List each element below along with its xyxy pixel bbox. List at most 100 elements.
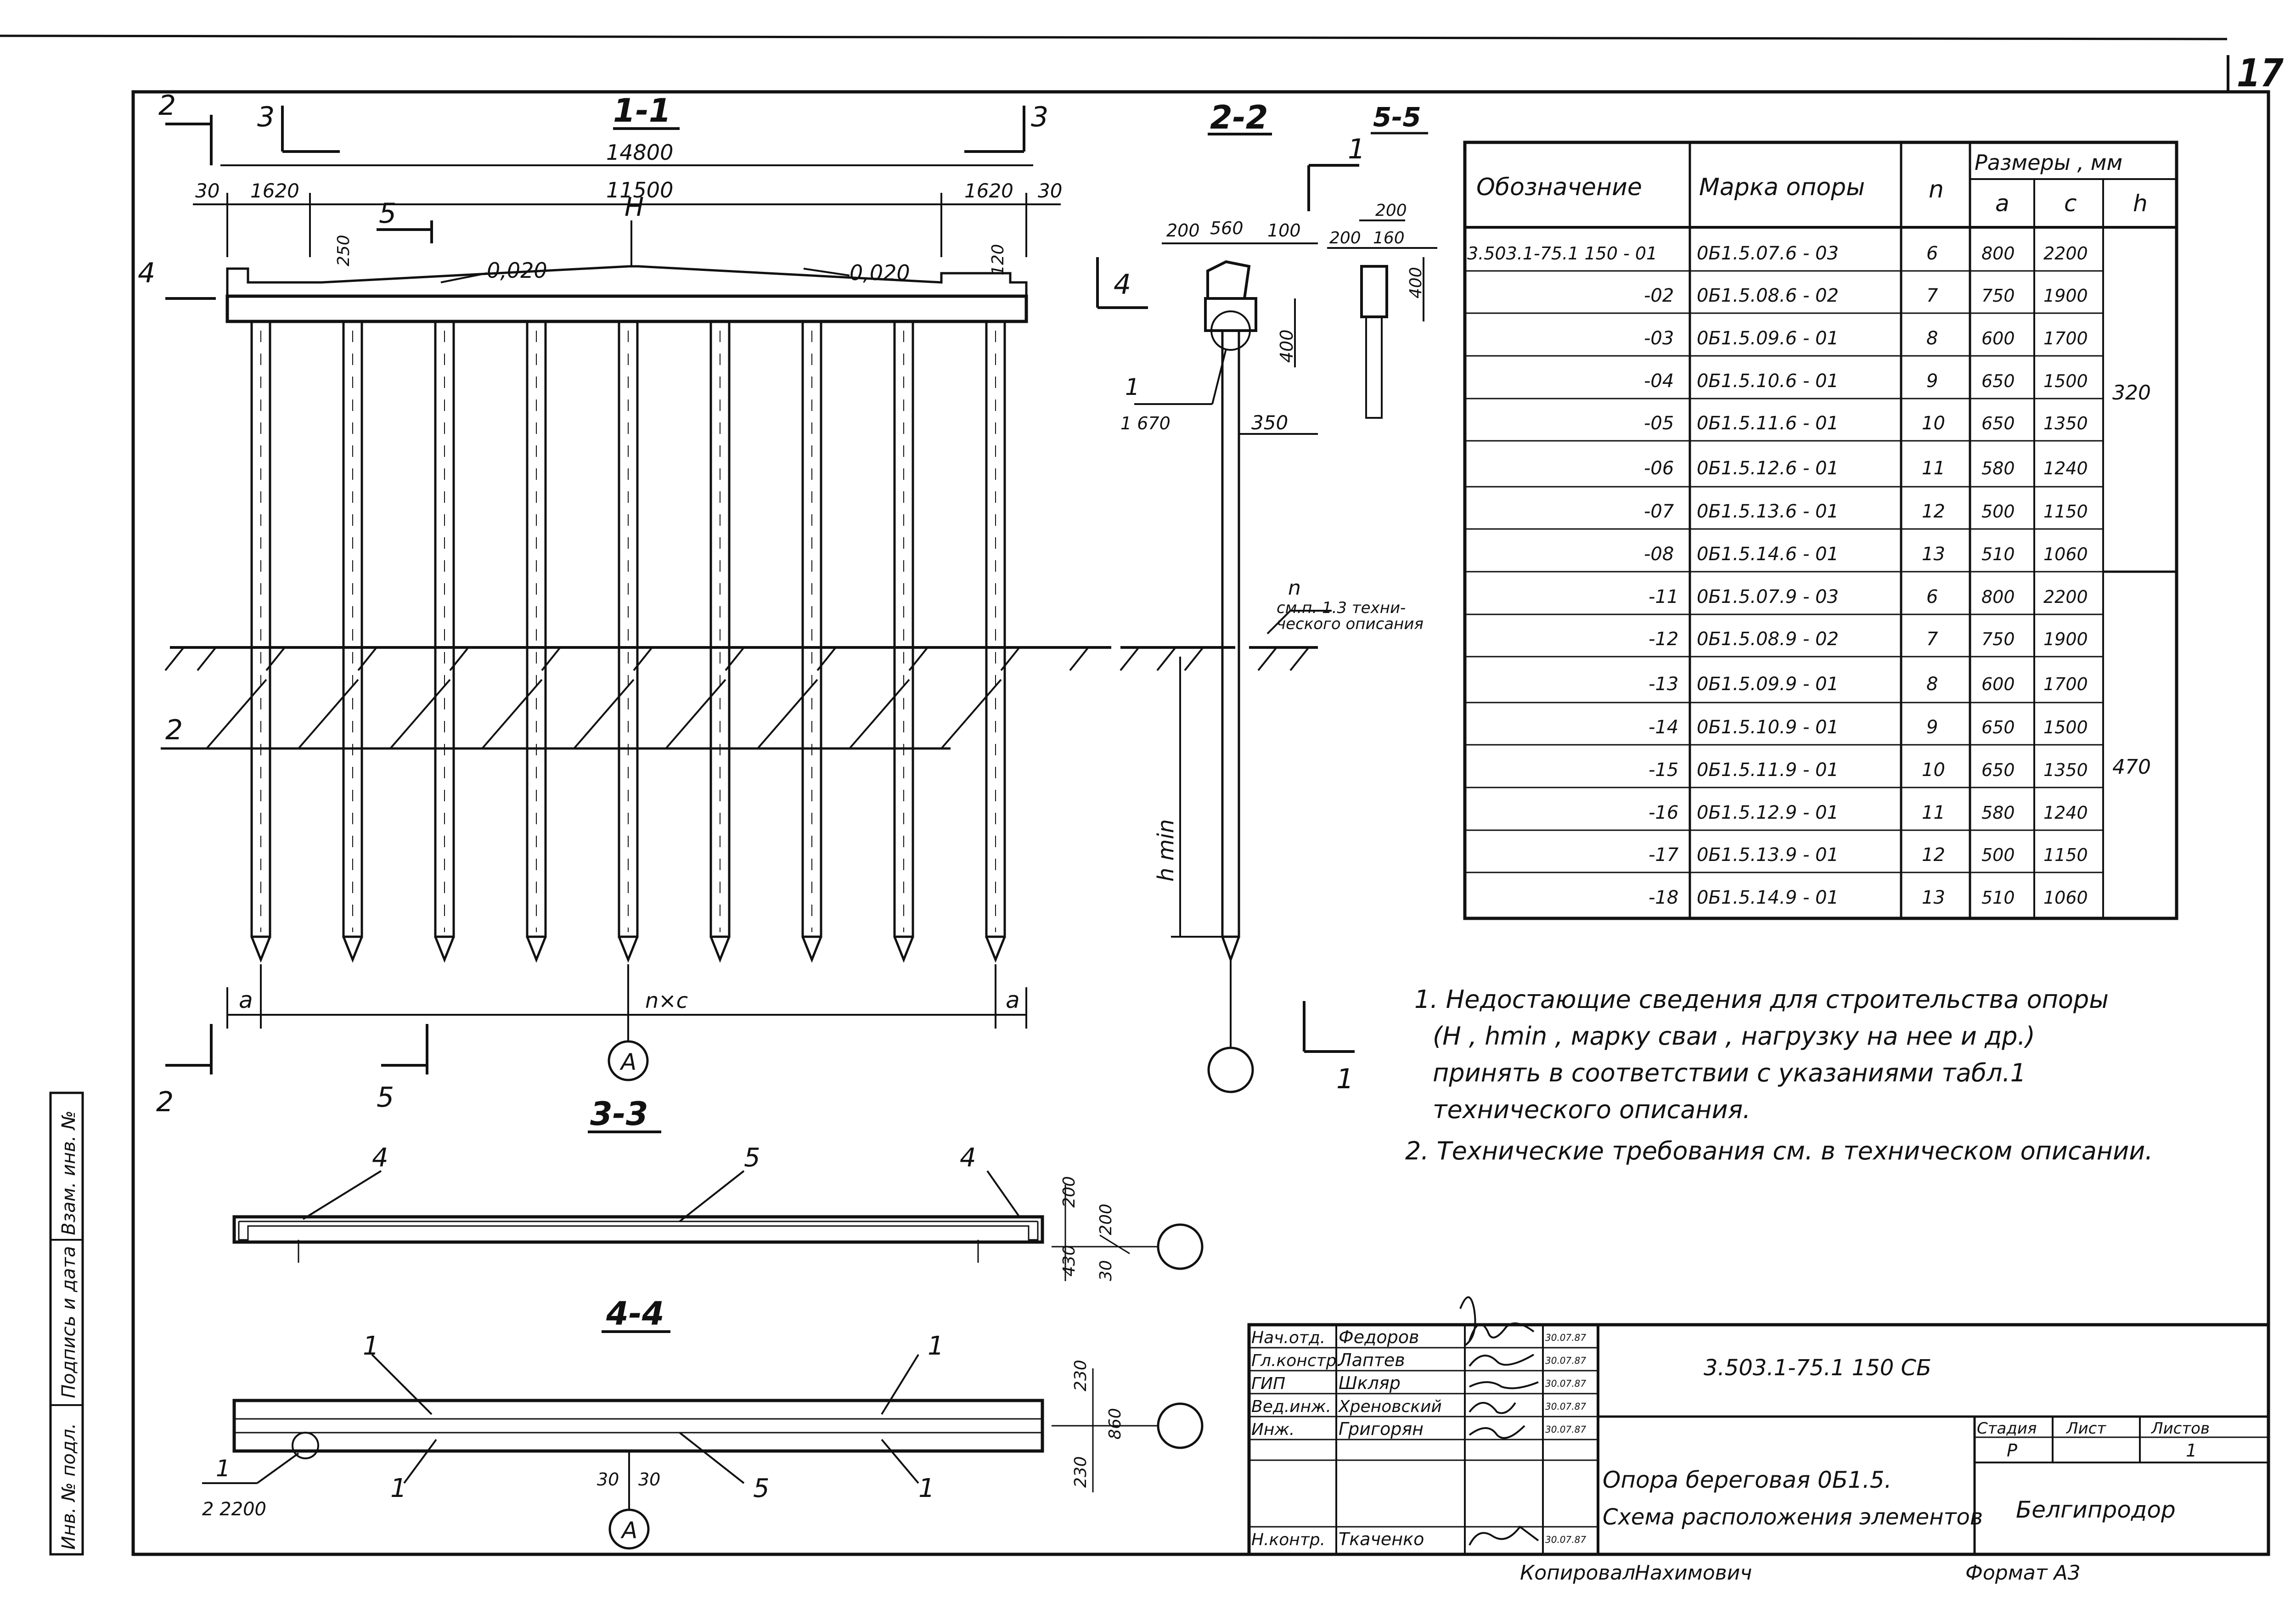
th-a: a	[1995, 190, 2009, 217]
svg-text:9: 9	[1926, 717, 1938, 738]
svg-text:1060: 1060	[2043, 544, 2088, 564]
dim-430-33: 430	[1060, 1245, 1079, 1277]
section-5-5-title: 5-5	[1373, 101, 1421, 133]
detail-A-label: A	[619, 1049, 636, 1075]
section-3-3-title: 3-3	[590, 1095, 648, 1133]
dim-230-44a: 230	[1071, 1360, 1090, 1391]
title-line-2: Схема расположения элементов	[1603, 1504, 1983, 1530]
svg-text:12: 12	[1922, 501, 1945, 522]
svg-text:0Б1.5.13.6 - 01: 0Б1.5.13.6 - 01	[1697, 501, 1839, 522]
th-oboznachenie: Обозначение	[1476, 174, 1642, 201]
pile-4	[526, 320, 547, 963]
svg-text:-05: -05	[1644, 413, 1674, 434]
svg-text:12: 12	[1922, 844, 1945, 866]
dim-30-44b: 30	[638, 1469, 660, 1490]
svg-text:10: 10	[1922, 759, 1945, 781]
callout-1-sub-22: 1 670	[1120, 413, 1171, 433]
callout-5-44: 5	[753, 1474, 770, 1503]
margin-stamp-texts: Инв. № подл. Подпись и дата Взам. инв. №	[58, 1110, 79, 1550]
svg-text:ГИП: ГИП	[1251, 1374, 1285, 1393]
svg-text:9: 9	[1926, 371, 1938, 392]
sheets-value: 1	[2186, 1440, 2197, 1461]
section-1-1-title: 1-1	[613, 92, 671, 129]
cut-mark-2-bottom: 2	[156, 1086, 174, 1118]
svg-text:1900: 1900	[2043, 629, 2088, 649]
svg-text:580: 580	[1981, 803, 2015, 823]
ground-line	[161, 646, 1111, 750]
dim-400-22: 400	[1277, 329, 1297, 363]
svg-text:-14: -14	[1649, 717, 1678, 738]
svg-text:2200: 2200	[2043, 587, 2088, 607]
cut-mark-1-bottom: 1	[1336, 1063, 1354, 1095]
svg-text:30.07.87: 30.07.87	[1545, 1424, 1586, 1435]
svg-text:1700: 1700	[2043, 674, 2088, 694]
svg-text:Нач.отд.: Нач.отд.	[1251, 1328, 1325, 1347]
svg-text:1350: 1350	[2043, 760, 2088, 780]
svg-text:0Б1.5.08.9 - 02: 0Б1.5.08.9 - 02	[1697, 629, 1839, 650]
svg-text:600: 600	[1981, 674, 2015, 694]
dim-200-55a: 200	[1375, 201, 1407, 220]
dim-350-22: 350	[1251, 411, 1288, 434]
svg-text:30.07.87: 30.07.87	[1545, 1355, 1586, 1366]
th-n: n	[1929, 176, 1944, 203]
signature-scribbles	[1459, 1296, 1539, 1546]
svg-text:10: 10	[1922, 413, 1945, 434]
svg-text:1700: 1700	[2043, 328, 2088, 349]
svg-text:600: 600	[1981, 328, 2015, 349]
callout-5-33: 5	[744, 1143, 760, 1173]
svg-text:-18: -18	[1649, 887, 1678, 908]
pile-2	[342, 320, 363, 963]
section-2-2-title: 2-2	[1210, 99, 1268, 136]
footer-copied: Копировал	[1520, 1561, 1635, 1585]
svg-text:0Б1.5.12.6 - 01: 0Б1.5.12.6 - 01	[1697, 458, 1839, 479]
svg-text:1500: 1500	[2043, 371, 2088, 391]
dim-400-55: 400	[1407, 267, 1425, 298]
cut-mark-2-label: 2	[158, 90, 176, 122]
table-row: -11 0Б1.5.07.9 - 03 6 800 2200	[1649, 586, 2088, 607]
cut-mark-4-right: 4	[1114, 269, 1131, 301]
stamp-inv-podl: Инв. № подл.	[58, 1423, 79, 1550]
table-row: -15 0Б1.5.11.9 - 01 10 650 1350	[1649, 759, 2088, 781]
callout-1-44c: 1	[390, 1474, 407, 1503]
callout-1-44d: 1	[918, 1474, 935, 1503]
th-razmery: Размеры , мм	[1975, 150, 2122, 175]
stage-value: Р	[2007, 1440, 2017, 1461]
notes: 1. Недостающие сведения для строительств…	[1405, 985, 2153, 1165]
svg-text:30.07.87: 30.07.87	[1545, 1534, 1586, 1545]
svg-text:Григорян: Григорян	[1339, 1419, 1424, 1439]
svg-text:0Б1.5.07.6 - 03: 0Б1.5.07.6 - 03	[1697, 243, 1839, 264]
sig-row: Н.контр. Ткаченко 30.07.87	[1251, 1529, 1586, 1549]
svg-text:-15: -15	[1649, 759, 1678, 781]
piles-section-1-1	[250, 320, 1006, 963]
table-row: -07 0Б1.5.13.6 - 01 12 500 1150	[1644, 501, 2088, 522]
table-row: -05 0Б1.5.11.6 - 01 10 650 1350	[1644, 413, 2088, 434]
table-row: -18 0Б1.5.14.9 - 01 13 510 1060	[1649, 887, 2088, 908]
dim-100-22: 100	[1267, 220, 1301, 241]
svg-text:Лаптев: Лаптев	[1338, 1350, 1405, 1370]
svg-text:-11: -11	[1649, 586, 1678, 607]
dim-200-33a: 200	[1060, 1176, 1079, 1208]
svg-text:Н.контр.: Н.контр.	[1251, 1530, 1325, 1549]
svg-text:30.07.87: 30.07.87	[1545, 1378, 1586, 1389]
svg-text:650: 650	[1981, 413, 2015, 433]
pile-9	[985, 320, 1006, 963]
dim-160-55: 160	[1373, 229, 1405, 247]
table-row: -03 0Б1.5.09.6 - 01 8 600 1700	[1644, 328, 2088, 349]
table-row: -13 0Б1.5.09.9 - 01 8 600 1700	[1649, 674, 2088, 695]
svg-text:0Б1.5.11.9 - 01: 0Б1.5.11.9 - 01	[1697, 759, 1839, 781]
callout-4-left: 4	[372, 1143, 388, 1173]
title-line-1: Опора береговая 0Б1.5.	[1603, 1467, 1891, 1493]
svg-text:11: 11	[1922, 802, 1945, 823]
h-group-320: 320	[2112, 381, 2151, 405]
title-block	[1247, 1323, 2270, 1556]
dim-a-right: a	[1006, 987, 1020, 1013]
th-marka: Марка опоры	[1699, 174, 1865, 201]
detail-A-44-label: A	[620, 1517, 637, 1544]
cut-mark-2-top	[165, 115, 213, 165]
svg-text:-03: -03	[1644, 328, 1674, 349]
svg-text:-16: -16	[1649, 802, 1678, 823]
sig-row: ГИП Шкляр 30.07.87	[1251, 1373, 1586, 1393]
svg-text:800: 800	[1981, 587, 2015, 607]
table-row: -16 0Б1.5.12.9 - 01 11 580 1240	[1649, 802, 2088, 823]
